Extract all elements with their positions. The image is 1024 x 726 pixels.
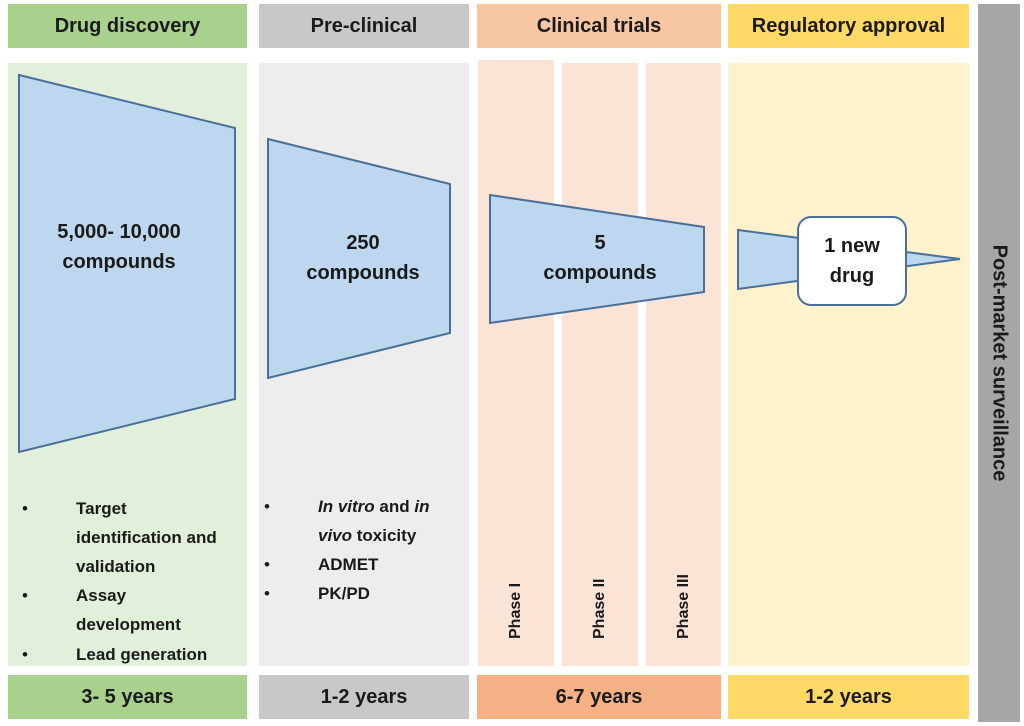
header-pre-clinical: Pre-clinical	[259, 4, 469, 48]
header-pre-clinical-label: Pre-clinical	[310, 14, 418, 37]
new-drug-box: 1 new drug	[797, 216, 907, 306]
footer-pre-clinical: 1-2 years	[259, 675, 469, 719]
funnel-clinical-line1: 5	[594, 232, 606, 254]
funnel-clinical	[489, 193, 705, 325]
funnel-discovery-line2: compounds	[62, 251, 176, 273]
funnel-preclinical-line1: 250	[346, 232, 380, 254]
funnel-discovery-line1: 5,000- 10,000	[57, 221, 181, 243]
header-regulatory-approval: Regulatory approval	[728, 4, 969, 48]
funnel-preclinical	[267, 137, 451, 380]
preclinical-bullet-list: In vitro and in vivo toxicity ADMET PK/P…	[262, 492, 467, 608]
header-clinical-trials-label: Clinical trials	[536, 14, 662, 37]
footer-regulatory-approval-label: 1-2 years	[805, 685, 892, 708]
footer-drug-discovery-label: 3- 5 years	[81, 685, 174, 708]
phase-column-2: Phase II	[562, 63, 638, 666]
funnel-preclinical-line2: compounds	[306, 262, 420, 284]
footer-clinical-trials-label: 6-7 years	[555, 685, 643, 708]
discovery-bullet-1-text: Target identification and validation	[76, 499, 217, 576]
preclinical-bullet-2-text: ADMET	[318, 555, 379, 574]
phase-column-1: Phase I	[478, 60, 554, 666]
footer-clinical-trials: 6-7 years	[477, 675, 721, 719]
funnel-clinical-line2: compounds	[543, 262, 657, 284]
funnel-preclinical-text: 250 compounds	[268, 228, 458, 288]
discovery-bullet-2: Assay development	[20, 581, 245, 639]
panel-regulatory-approval	[728, 63, 969, 666]
footer-pre-clinical-label: 1-2 years	[320, 685, 408, 708]
preclinical-bullet-3: PK/PD	[262, 579, 467, 608]
header-drug-discovery-label: Drug discovery	[54, 14, 201, 37]
post-market-bar: Post-market surveillance	[978, 4, 1020, 722]
footer-drug-discovery: 3- 5 years	[8, 675, 247, 719]
preclinical-bullet-2: ADMET	[262, 550, 467, 579]
header-regulatory-approval-label: Regulatory approval	[751, 14, 946, 37]
discovery-bullet-3: Lead generation	[20, 640, 245, 669]
preclinical-bullet-1-and: and	[374, 497, 415, 516]
discovery-bullet-list: Target identification and validation Ass…	[20, 494, 245, 669]
header-drug-discovery: Drug discovery	[8, 4, 247, 48]
discovery-bullet-1: Target identification and validation	[20, 494, 245, 581]
discovery-bullet-3-text: Lead generation	[76, 645, 208, 664]
new-drug-line2: drug	[829, 265, 875, 287]
preclinical-bullet-3-text: PK/PD	[318, 584, 370, 603]
preclinical-bullet-1: In vitro and in vivo toxicity	[262, 492, 467, 550]
new-drug-line1: 1 new	[824, 235, 880, 257]
preclinical-bullet-1-in-vivo: in vivo	[318, 497, 430, 545]
discovery-bullet-2-text: Assay development	[76, 586, 181, 634]
funnel-discovery	[18, 73, 236, 454]
preclinical-bullet-1-rest: toxicity	[352, 526, 417, 545]
header-clinical-trials: Clinical trials	[477, 4, 721, 48]
preclinical-bullet-1-in-vitro: In vitro	[318, 497, 375, 516]
phase-column-3: Phase III	[646, 63, 721, 666]
footer-regulatory-approval: 1-2 years	[728, 675, 969, 719]
funnel-clinical-text: 5 compounds	[490, 228, 710, 288]
funnel-discovery-text: 5,000- 10,000 compounds	[19, 217, 219, 277]
